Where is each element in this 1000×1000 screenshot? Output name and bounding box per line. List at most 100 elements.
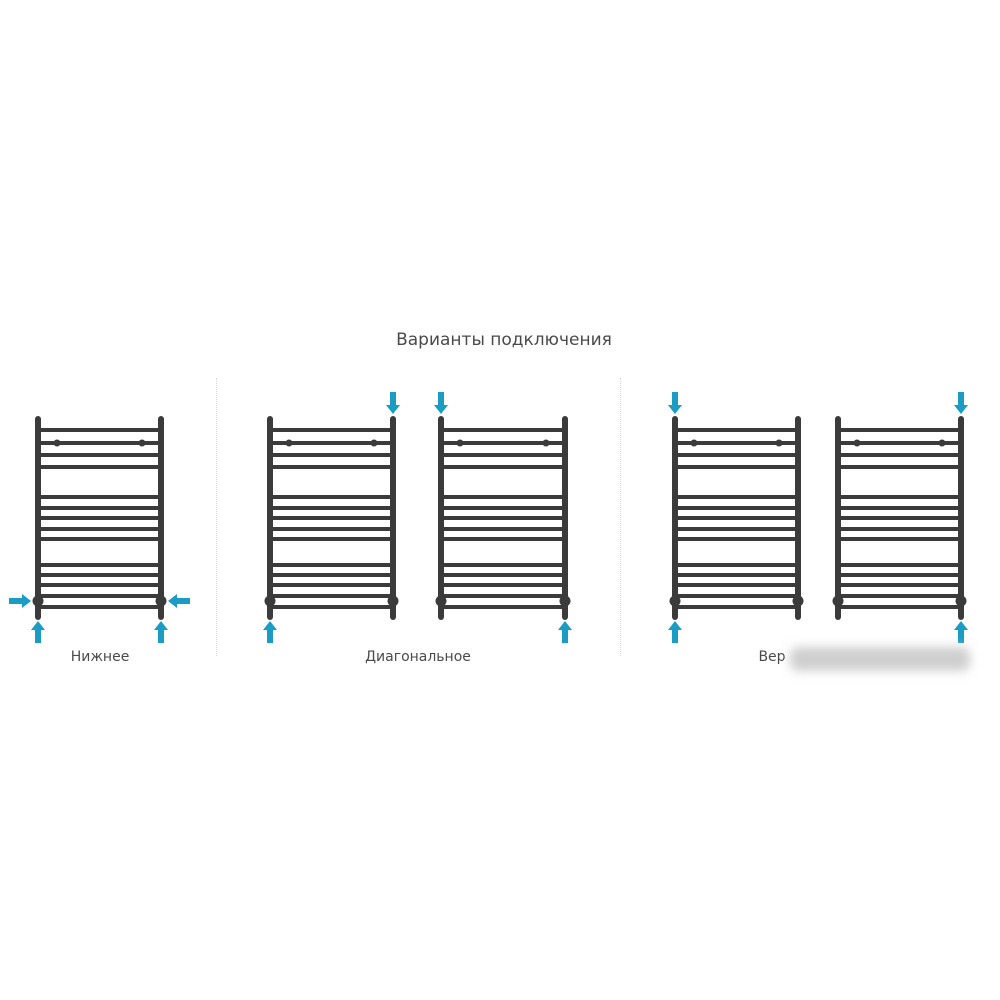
arrow-left-icon [168, 594, 190, 608]
arrow-right-icon [9, 594, 31, 608]
radiator-connector [264, 595, 276, 607]
arrow-up-icon [558, 621, 572, 643]
label-bottom-connection: Нижнее [70, 649, 130, 665]
radiator-bracket [542, 439, 550, 447]
radiator-bar [38, 537, 161, 541]
radiator-bar [838, 506, 961, 510]
radiator-bar [675, 583, 798, 587]
label-diagonal-connection: Диагональное [365, 649, 471, 665]
radiator-connector [559, 595, 571, 607]
arrow-up-icon [31, 621, 45, 643]
arrow-up-icon [263, 621, 277, 643]
arrow-down-icon [386, 392, 400, 414]
radiator-bar [38, 453, 161, 457]
radiator-bar [38, 465, 161, 469]
radiator-bar [38, 428, 161, 432]
radiator-bar [441, 428, 565, 432]
radiator-bar [675, 516, 798, 520]
radiator-connector [792, 595, 804, 607]
radiator-bar [38, 527, 161, 531]
radiator-bar [838, 453, 961, 457]
radiator-connector [435, 595, 447, 607]
radiator-bar [675, 563, 798, 567]
radiator-connector [155, 595, 167, 607]
radiator-bar [838, 573, 961, 577]
towel-radiator-icon [832, 416, 967, 620]
towel-radiator-icon [669, 416, 804, 620]
radiator-bar [441, 527, 565, 531]
radiator-bracket [775, 439, 783, 447]
radiator-bracket [53, 439, 61, 447]
radiator-bracket [853, 439, 861, 447]
radiator-bar [270, 428, 393, 432]
radiator-bar [675, 594, 798, 598]
radiator-bar [838, 495, 961, 499]
radiator-bar [441, 465, 565, 469]
label-vertical-connection: Вер [758, 649, 786, 665]
radiator-connector [955, 595, 967, 607]
radiator-bar [441, 495, 565, 499]
radiator-bar [270, 583, 393, 587]
radiator-bar [441, 583, 565, 587]
radiator-bar [270, 537, 393, 541]
radiator-bar [675, 453, 798, 457]
radiator-bar [838, 563, 961, 567]
radiator-bar [441, 506, 565, 510]
radiator-bar [838, 537, 961, 541]
radiator-bar [675, 465, 798, 469]
radiator-bar [270, 527, 393, 531]
radiator-connector [669, 595, 681, 607]
radiator-bar [270, 594, 393, 598]
radiator-bar [838, 583, 961, 587]
radiator-bar [838, 465, 961, 469]
radiator-bar [38, 441, 161, 445]
radiator-bar [675, 573, 798, 577]
radiator-bar [675, 506, 798, 510]
arrow-up-icon [668, 621, 682, 643]
towel-radiator-icon [435, 416, 571, 620]
radiator-bracket [938, 439, 946, 447]
radiator-bar [270, 441, 393, 445]
radiator-bar [838, 428, 961, 432]
radiator-bar [675, 441, 798, 445]
radiator-bar [38, 495, 161, 499]
radiator-bar [38, 605, 161, 609]
radiator-bar [838, 527, 961, 531]
radiator-bar [38, 594, 161, 598]
radiator-bar [838, 516, 961, 520]
radiator-bar [441, 453, 565, 457]
radiator-bar [38, 583, 161, 587]
radiator-bar [270, 506, 393, 510]
radiator-bracket [138, 439, 146, 447]
radiator-bar [270, 605, 393, 609]
radiator-bar [270, 516, 393, 520]
radiator-bar [675, 495, 798, 499]
radiator-bar [441, 594, 565, 598]
radiator-connector [32, 595, 44, 607]
radiator-bar [838, 605, 961, 609]
arrow-up-icon [154, 621, 168, 643]
arrow-up-icon [954, 621, 968, 643]
radiator-connector [832, 595, 844, 607]
arrow-down-icon [668, 392, 682, 414]
radiator-bar [441, 573, 565, 577]
radiator-bar [38, 516, 161, 520]
radiator-bar [38, 506, 161, 510]
arrow-down-icon [954, 392, 968, 414]
radiator-connector [387, 595, 399, 607]
radiator-bar [441, 516, 565, 520]
radiator-bar [838, 441, 961, 445]
radiator-bar [270, 563, 393, 567]
radiator-bar [38, 573, 161, 577]
radiator-bracket [690, 439, 698, 447]
group-divider [620, 378, 621, 656]
radiator-bar [838, 594, 961, 598]
group-divider [216, 378, 217, 656]
radiator-bar [675, 527, 798, 531]
radiator-bar [270, 465, 393, 469]
radiator-bar [270, 495, 393, 499]
radiator-bar [675, 605, 798, 609]
towel-radiator-icon [264, 416, 399, 620]
blurred-label-overlay [790, 647, 970, 671]
